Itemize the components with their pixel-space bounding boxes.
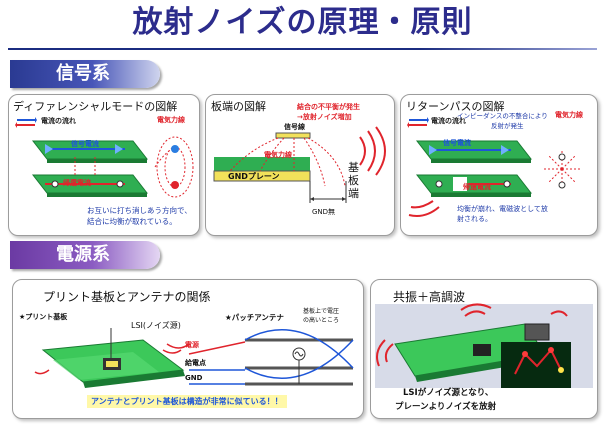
differential-board-drawing bbox=[31, 136, 194, 198]
voltage-note-line1: 基板上で電圧 bbox=[303, 308, 340, 315]
return-current-label: 帰還電流 bbox=[63, 179, 91, 187]
resonance-caption-line1: LSIがノイズ源となり、 bbox=[403, 388, 494, 398]
section-header-power: 電源系 bbox=[10, 241, 160, 269]
return-path-drawing bbox=[408, 140, 582, 217]
imbalance-warning-line2: →放射ノイズ増加 bbox=[297, 113, 352, 121]
resonance-drawing bbox=[375, 303, 593, 388]
return-signal-current-label: 信号電流 bbox=[443, 139, 471, 147]
impedance-note-line2: 反射が発生 bbox=[491, 122, 524, 130]
differential-note-line1: お互いに打ち消しあう方向で、 bbox=[87, 206, 192, 215]
resonance-panel: 共振＋高調波 LSIがノイズ源となり、 プレーンよりノイズを放射 bbox=[370, 279, 598, 419]
signal-current-label: 信号電流 bbox=[71, 140, 99, 148]
return-path-panel: リターンパスの図解 電流の流れ インピーダンスの不整合により 反射が発生 電気力… bbox=[400, 94, 598, 236]
differential-mode-title: ディファレンシャルモードの図解 bbox=[13, 100, 178, 113]
resonance-title: 共振＋高調波 bbox=[393, 290, 466, 304]
return-path-title: リターンパスの図解 bbox=[406, 100, 505, 113]
signal-line-label: 信号線 bbox=[284, 123, 305, 131]
voltage-note-line2: の高いところ bbox=[303, 317, 340, 324]
current-legend-icon bbox=[15, 117, 37, 128]
board-edge-drawing bbox=[213, 126, 386, 203]
imbalance-warning-line1: 結合の不平衡が発生 bbox=[297, 103, 360, 111]
board-edge-panel: 板端の図解 結合の不平衡が発生 →放射ノイズ増加 信号線 電気力線 GNDプレー… bbox=[205, 94, 395, 236]
gnd-label: GND bbox=[185, 374, 203, 382]
differential-mode-panel: ディファレンシャルモードの図解 電流の流れ 電気力線 信号電流 帰還電流 お互い… bbox=[8, 94, 200, 236]
pcb-antenna-title: プリント基板とアンテナの関係 bbox=[43, 290, 211, 304]
impedance-note-line1: インピーダンスの不整合により bbox=[457, 112, 548, 120]
section-header-signal: 信号系 bbox=[10, 60, 160, 88]
return-note-line1: 均衡が崩れ、電磁波として放 bbox=[457, 205, 548, 213]
differential-note-line2: 結合に均衡が取れている。 bbox=[87, 217, 177, 226]
return-current-legend-icon bbox=[407, 117, 429, 128]
antenna-pcb-footer: アンテナとプリント基板は構造が非常に似ている！！ bbox=[87, 395, 287, 408]
gnd-plane-label: GNDプレーン bbox=[228, 172, 280, 181]
power-label: 電源 bbox=[185, 341, 199, 349]
edge-field-line-label: 電気力線 bbox=[264, 151, 292, 159]
title-underline bbox=[8, 48, 597, 50]
return-return-current-label: 帰還電流 bbox=[463, 183, 491, 191]
resonance-caption-line2: プレーンよりノイズを放射 bbox=[395, 402, 497, 412]
pcb-antenna-panel: プリント基板とアンテナの関係 ★プリント基板 LSI(ノイズ源) ★パッチアンテ… bbox=[12, 279, 364, 419]
pcb-antenna-drawing bbox=[34, 328, 354, 388]
page-title: 放射ノイズの原理・原則 bbox=[132, 5, 473, 40]
return-note-line2: 射される。 bbox=[457, 215, 492, 223]
board-edge-label: 基板端 bbox=[348, 161, 359, 200]
return-field-line-label: 電気力線 bbox=[555, 111, 583, 119]
feed-point-label: 給電点 bbox=[185, 359, 206, 367]
current-legend-label: 電流の流れ bbox=[41, 117, 76, 125]
patch-antenna-label: ★パッチアンテナ bbox=[225, 313, 284, 322]
board-edge-title: 板端の図解 bbox=[211, 100, 266, 113]
field-line-label: 電気力線 bbox=[157, 116, 185, 124]
lsi-label: LSI(ノイズ源) bbox=[131, 321, 181, 330]
gnd-none-label: GND無 bbox=[312, 208, 336, 216]
return-current-legend-label: 電流の流れ bbox=[431, 117, 466, 125]
pcb-label: ★プリント基板 bbox=[19, 313, 68, 321]
